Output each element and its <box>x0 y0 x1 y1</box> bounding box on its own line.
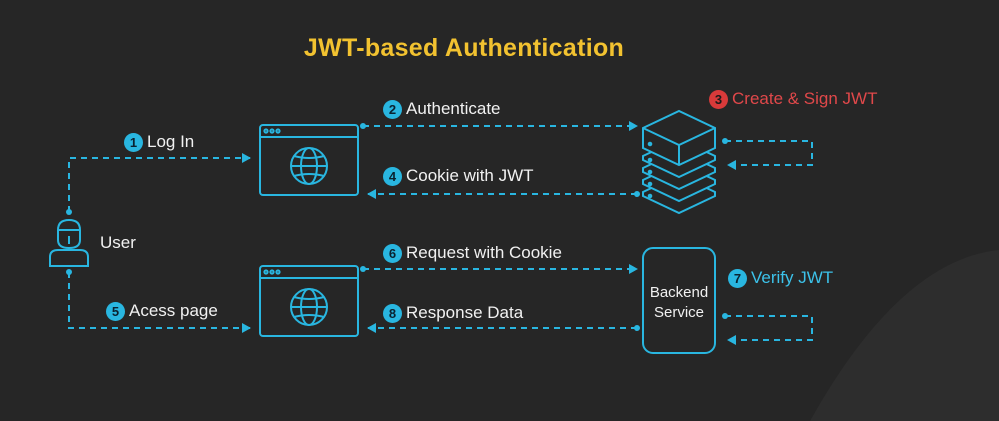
step-number-badge: 1 <box>124 132 143 152</box>
backend-service-label: Backend Service <box>643 283 715 323</box>
background-shape <box>810 250 999 421</box>
step-number-badge: 3 <box>709 89 728 109</box>
backend-label-line2: Service <box>653 304 705 321</box>
browser-globe-icon <box>290 288 328 326</box>
arrow-verify-jwt-loop <box>725 315 813 345</box>
browser-window-top <box>259 124 359 196</box>
step-4-cookie-with-jwt: 4 Cookie with JWT <box>383 166 534 186</box>
step-3-create-sign-jwt: 3 Create & Sign JWT <box>709 89 878 109</box>
connector-dot <box>722 138 728 144</box>
database-server-icon <box>642 109 716 215</box>
connector-dot <box>66 269 72 275</box>
backend-service-box <box>642 247 716 354</box>
step-8-response-data: 8 Response Data <box>383 303 523 323</box>
connector-dot <box>634 325 640 331</box>
arrow-create-sign-jwt-loop <box>725 140 813 170</box>
step-label: Response Data <box>406 303 524 322</box>
step-number-badge: 7 <box>728 268 747 288</box>
step-6-request-with-cookie: 6 Request with Cookie <box>383 243 562 263</box>
step-label: Cookie with JWT <box>406 166 534 185</box>
step-1-log-in: 1 Log In <box>124 132 194 152</box>
step-label: Create & Sign JWT <box>732 89 878 108</box>
connector-dot <box>634 191 640 197</box>
step-7-verify-jwt: 7 Verify JWT <box>728 268 833 288</box>
step-number-badge: 4 <box>383 166 402 186</box>
step-label: Verify JWT <box>751 268 834 287</box>
browser-window-bottom <box>259 265 359 337</box>
backend-label-line1: Backend <box>649 284 709 301</box>
step-label: Authenticate <box>406 99 501 118</box>
connector-dot <box>722 313 728 319</box>
step-number-badge: 2 <box>383 99 402 119</box>
diagram-title: JWT-based Authentication <box>303 34 625 62</box>
user-icon <box>49 218 89 267</box>
step-number-badge: 5 <box>106 301 125 321</box>
user-label: User <box>100 233 136 252</box>
arrow-log-in <box>68 153 251 212</box>
connector-dot <box>360 266 366 272</box>
browser-globe-icon <box>290 147 328 185</box>
step-2-authenticate: 2 Authenticate <box>383 99 501 119</box>
connector-dot <box>360 123 366 129</box>
step-number-badge: 6 <box>383 243 402 263</box>
arrow-access-page <box>68 272 251 333</box>
step-label: Acess page <box>129 301 218 320</box>
connector-dot <box>66 209 72 215</box>
step-label: Log In <box>147 132 195 151</box>
step-number-badge: 8 <box>383 303 402 323</box>
step-5-access-page: 5 Acess page <box>106 301 218 321</box>
step-label: Request with Cookie <box>406 243 562 262</box>
